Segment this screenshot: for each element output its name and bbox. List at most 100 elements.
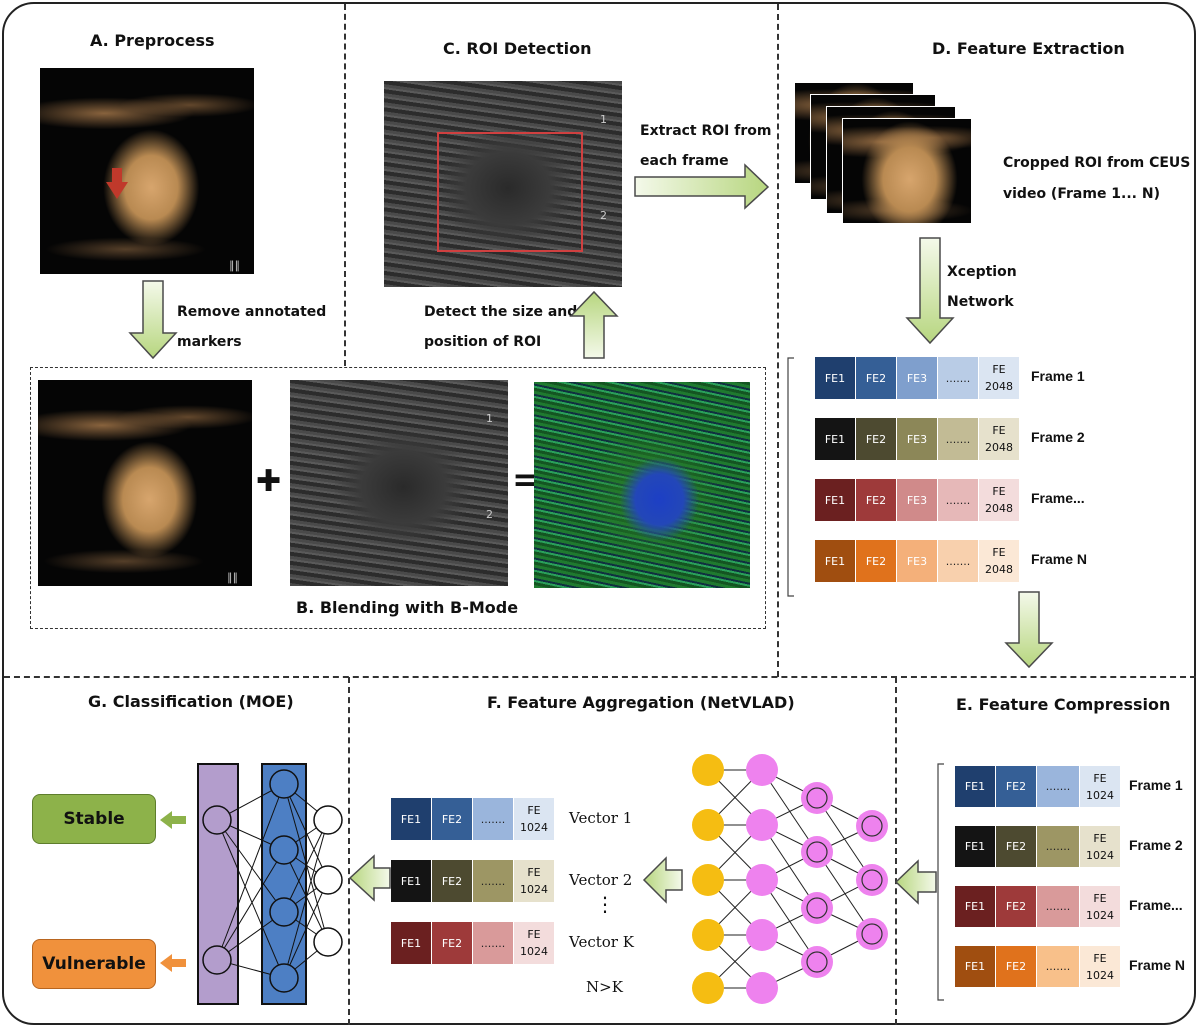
- moe-input-node: [313, 927, 343, 957]
- moe-expert-node: [269, 835, 299, 865]
- aggregation-row-1-label: Vector 1: [569, 809, 633, 827]
- blended-image: [534, 382, 750, 588]
- netvlad-node-ring: [861, 869, 883, 891]
- moe-edge: [283, 783, 329, 881]
- extraction-row-4-cell-1: FE1: [815, 540, 855, 582]
- netvlad-node: [801, 946, 833, 978]
- extraction-row-4-cell-4: .......: [938, 540, 978, 582]
- note-detect-1: Detect the size and: [424, 304, 578, 320]
- moe-edge: [283, 879, 329, 979]
- netvlad-network: [692, 754, 888, 1004]
- arrow-down-preprocess: [128, 280, 178, 360]
- extraction-row-2-cell-1: FE1: [815, 418, 855, 460]
- compression-row-4-label: Frame N: [1129, 956, 1186, 973]
- extraction-row-2-dim: 2048: [985, 441, 1013, 454]
- bmode-scale-2: 2: [486, 508, 493, 521]
- arrow-right-extract: [634, 163, 770, 210]
- moe-input-node: [313, 805, 343, 835]
- aggregation-row-3-cell-4: FE 1024: [514, 922, 554, 964]
- note-extract-1: Extract ROI from: [640, 123, 772, 139]
- moe-gate-node: [202, 945, 232, 975]
- divider-g-f: [348, 677, 350, 1025]
- moe-edge: [216, 819, 285, 913]
- moe-network: [197, 763, 343, 1005]
- note-cropped-1: Cropped ROI from CEUS: [1003, 155, 1191, 171]
- note-remove-1: Remove annotated: [177, 304, 327, 320]
- compression-row-2-cell-2: FE2: [996, 826, 1036, 867]
- title-feature-extraction: D. Feature Extraction: [932, 39, 1125, 58]
- aggregation-row-3-label: Vector K: [569, 933, 634, 951]
- note-xception-1: Xception: [947, 264, 1017, 280]
- compression-row-1-cell-2: FE2: [996, 766, 1036, 807]
- netvlad-edge: [816, 851, 873, 935]
- moe-edge: [283, 819, 329, 979]
- netvlad-node: [801, 892, 833, 924]
- compression-bracket: [937, 763, 944, 1001]
- ceus-marker-text: ∥∥: [229, 259, 240, 272]
- netvlad-node: [746, 972, 778, 1004]
- moe-input-node: [313, 865, 343, 895]
- compression-row-4-cell-3: .......: [1037, 946, 1079, 987]
- extraction-row-3-fe: FE: [992, 485, 1006, 498]
- compression-row-3-cell-2: FE2: [996, 886, 1036, 927]
- extraction-row-4-dim: 2048: [985, 563, 1013, 576]
- aggregation-row-2-cell-1: FE1: [391, 860, 431, 902]
- extraction-row-1-cell-4: .......: [938, 357, 978, 399]
- netvlad-node-ring: [861, 815, 883, 837]
- aggregation-row-3-dim: 1024: [520, 945, 548, 958]
- ceus-clean-marker-text: ∥∥: [227, 571, 238, 584]
- netvlad-node-ring: [806, 951, 828, 973]
- moe-edge: [216, 783, 285, 961]
- netvlad-node: [692, 864, 724, 896]
- plus-icon: ✚: [256, 464, 282, 499]
- netvlad-node: [856, 864, 888, 896]
- netvlad-node: [801, 782, 833, 814]
- netvlad-node: [801, 836, 833, 868]
- aggregation-row-3-cell-2: FE2: [432, 922, 472, 964]
- aggregation-row-2-label: Vector 2: [569, 871, 633, 889]
- compression-row-4-dim: 1024: [1086, 968, 1114, 982]
- note-remove-2: markers: [177, 334, 242, 350]
- compression-row-1-fe: FE: [1093, 771, 1107, 785]
- extraction-row-4-fe: FE: [992, 546, 1006, 559]
- aggregation-row-2-cell-3: .......: [473, 860, 513, 902]
- ceus-image-clean: ∥∥: [38, 380, 252, 586]
- arrow-down-xception: [905, 237, 955, 345]
- moe-edge: [283, 849, 329, 943]
- extraction-bracket: [787, 357, 794, 597]
- stable-output: Stable: [32, 794, 156, 844]
- moe-edge: [283, 783, 329, 943]
- aggregation-row-1-cell-1: FE1: [391, 798, 431, 840]
- divider-c-d: [777, 4, 779, 677]
- extraction-row-1-cell-1: FE1: [815, 357, 855, 399]
- moe-gate-node: [202, 805, 232, 835]
- divider-top-bottom: [4, 676, 1196, 678]
- roi-scale-2: 2: [600, 209, 607, 222]
- roi-image: 1 2: [384, 81, 622, 287]
- divider-f-e: [895, 677, 897, 1025]
- blending-box: [30, 367, 766, 629]
- title-blending: B. Blending with B-Mode: [296, 598, 519, 617]
- aggregation-row-3-cell-3: .......: [473, 922, 513, 964]
- note-detect-2: position of ROI: [424, 334, 542, 350]
- compression-row-3-cell-3: .......: [1037, 886, 1079, 927]
- roi-box: [437, 132, 583, 252]
- compression-row-2-label: Frame 2: [1129, 836, 1183, 853]
- extraction-row-4-cell-5: FE 2048: [979, 540, 1019, 582]
- extraction-row-1-cell-2: FE2: [856, 357, 896, 399]
- compression-row-2-cell-1: FE1: [955, 826, 995, 867]
- netvlad-node-ring: [861, 923, 883, 945]
- moe-edge: [216, 849, 285, 961]
- extraction-row-4-cell-3: FE3: [897, 540, 937, 582]
- extraction-row-2-cell-4: .......: [938, 418, 978, 460]
- moe-expert-node: [269, 963, 299, 993]
- vulnerable-label: Vulnerable: [42, 954, 146, 974]
- note-cropped-2: video (Frame 1... N): [1003, 186, 1160, 202]
- netvlad-node-ring: [806, 787, 828, 809]
- aggregation-row-3-fe: FE: [527, 928, 541, 941]
- ceus-image-annotated: ∥∥: [40, 68, 254, 274]
